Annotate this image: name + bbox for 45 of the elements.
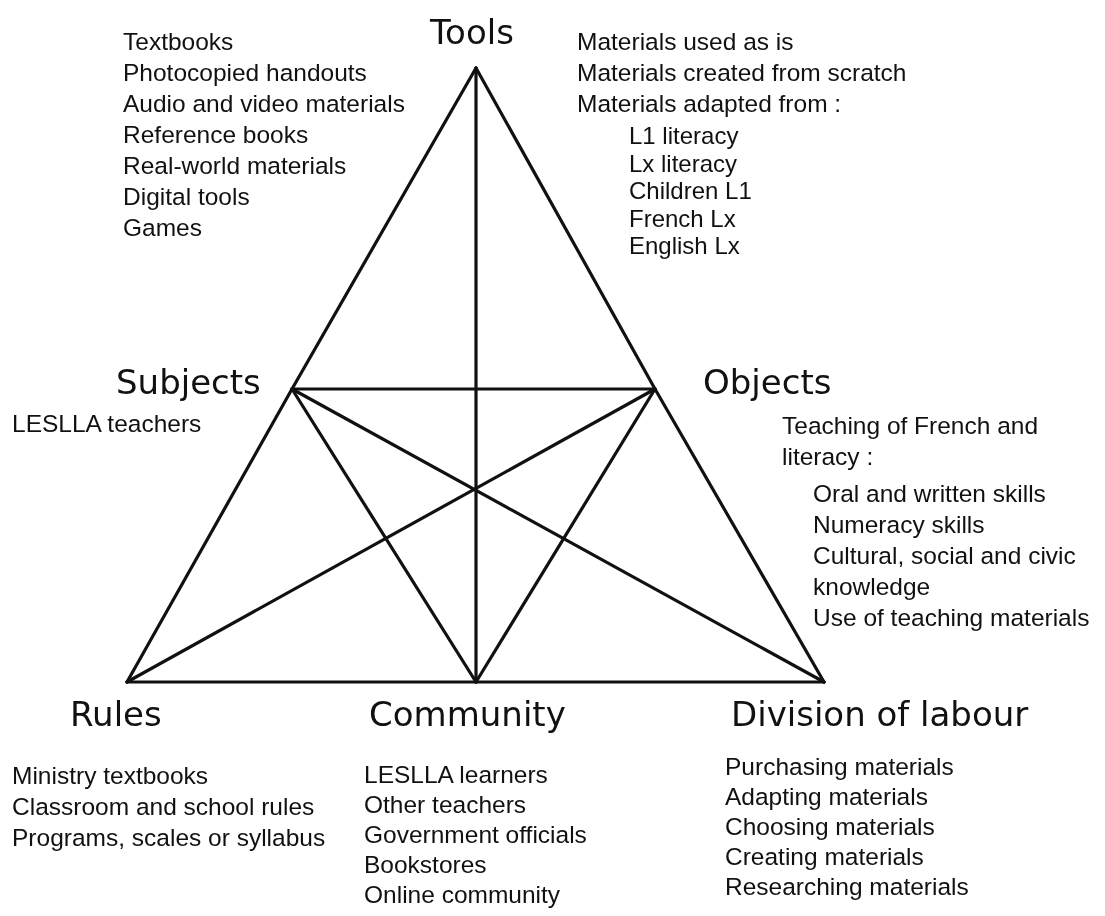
- list-item: Materials adapted from :: [577, 89, 842, 119]
- list-item: Audio and video materials: [123, 89, 405, 119]
- list-item: Government officials: [364, 820, 587, 850]
- list-item: Use of teaching materials: [813, 603, 1090, 633]
- list-item: Oral and written skills: [813, 479, 1046, 509]
- list-item: Adapting materials: [725, 782, 928, 812]
- list-item: Programs, scales or syllabus: [12, 823, 326, 853]
- triangle-line: [474, 680, 826, 684]
- vertex-label: Objects: [703, 362, 832, 402]
- triangle-line: [125, 387, 657, 684]
- vertex-label: Subjects: [116, 362, 261, 402]
- list-item: Numeracy skills: [813, 510, 985, 540]
- list-item: Materials used as is: [577, 27, 794, 57]
- list-item: Creating materials: [725, 842, 924, 872]
- vertex-label: Community: [369, 694, 566, 734]
- list-item: Real-world materials: [123, 151, 347, 181]
- list-item: LESLLA teachers: [12, 409, 202, 439]
- list-item: Researching materials: [725, 872, 969, 902]
- list-item: Games: [123, 213, 202, 243]
- list-item: Cultural, social and civic knowledge: [813, 541, 1077, 602]
- list-item: Teaching of French and literacy :: [782, 411, 1040, 472]
- list-item: Purchasing materials: [725, 752, 954, 782]
- list-item: Digital tools: [123, 182, 250, 212]
- list-item: English Lx: [629, 232, 740, 260]
- list-item: Photocopied handouts: [123, 58, 367, 88]
- list-item: Bookstores: [364, 850, 487, 880]
- list-item: Textbooks: [123, 27, 234, 57]
- list-item: Children L1: [629, 177, 752, 205]
- list-item: Classroom and school rules: [12, 792, 315, 822]
- triangle-line: [125, 680, 478, 684]
- triangle-line: [290, 387, 826, 684]
- list-item: Materials created from scratch: [577, 58, 907, 88]
- list-item: Online community: [364, 880, 561, 910]
- vertex-label: Tools: [430, 12, 514, 52]
- list-item: Lx literacy: [629, 149, 738, 177]
- list-item: Other teachers: [364, 790, 527, 820]
- list-item: LESLLA learners: [364, 760, 548, 790]
- vertex-label: Division of labour: [731, 694, 1029, 734]
- list-item: Reference books: [123, 120, 309, 150]
- list-item: Ministry textbooks: [12, 761, 209, 791]
- list-item: Choosing materials: [725, 812, 935, 842]
- list-item: L1 literacy: [629, 122, 739, 150]
- list-item: French Lx: [629, 204, 736, 232]
- triangle-line: [290, 387, 657, 391]
- vertex-label: Rules: [70, 694, 162, 734]
